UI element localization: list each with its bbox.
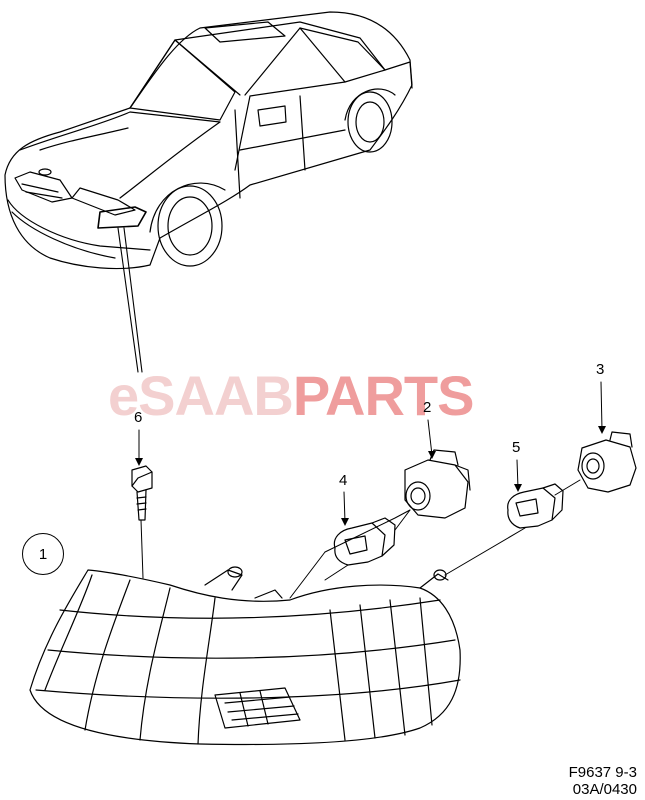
bulb-socket-3 (554, 431, 637, 496)
watermark-part-a: eSAAB (108, 364, 294, 427)
watermark-part-b: PARTS (292, 364, 475, 427)
revision-code: 03A/0430 (572, 781, 637, 798)
watermark: eSAABPARTS (108, 368, 474, 424)
figure-code: F9637 9-3 (568, 764, 637, 781)
car-illustration (4, 11, 413, 270)
bulb-5 (444, 483, 564, 576)
car-leader-lines (117, 227, 143, 373)
callout-1-label: 1 (38, 545, 48, 563)
callout-arrowheads (135, 426, 606, 526)
callout-2: 2 (423, 399, 432, 416)
callout-1: 1 (22, 533, 64, 575)
callout-6: 6 (134, 409, 143, 426)
screw (131, 465, 153, 579)
callout-4: 4 (339, 472, 348, 489)
callout-3: 3 (596, 361, 605, 378)
callout-5: 5 (512, 439, 521, 456)
lamp-housing (29, 566, 461, 746)
bulb-socket-2 (289, 449, 471, 599)
callout-leaders (138, 381, 603, 523)
bulb-4 (324, 509, 411, 581)
